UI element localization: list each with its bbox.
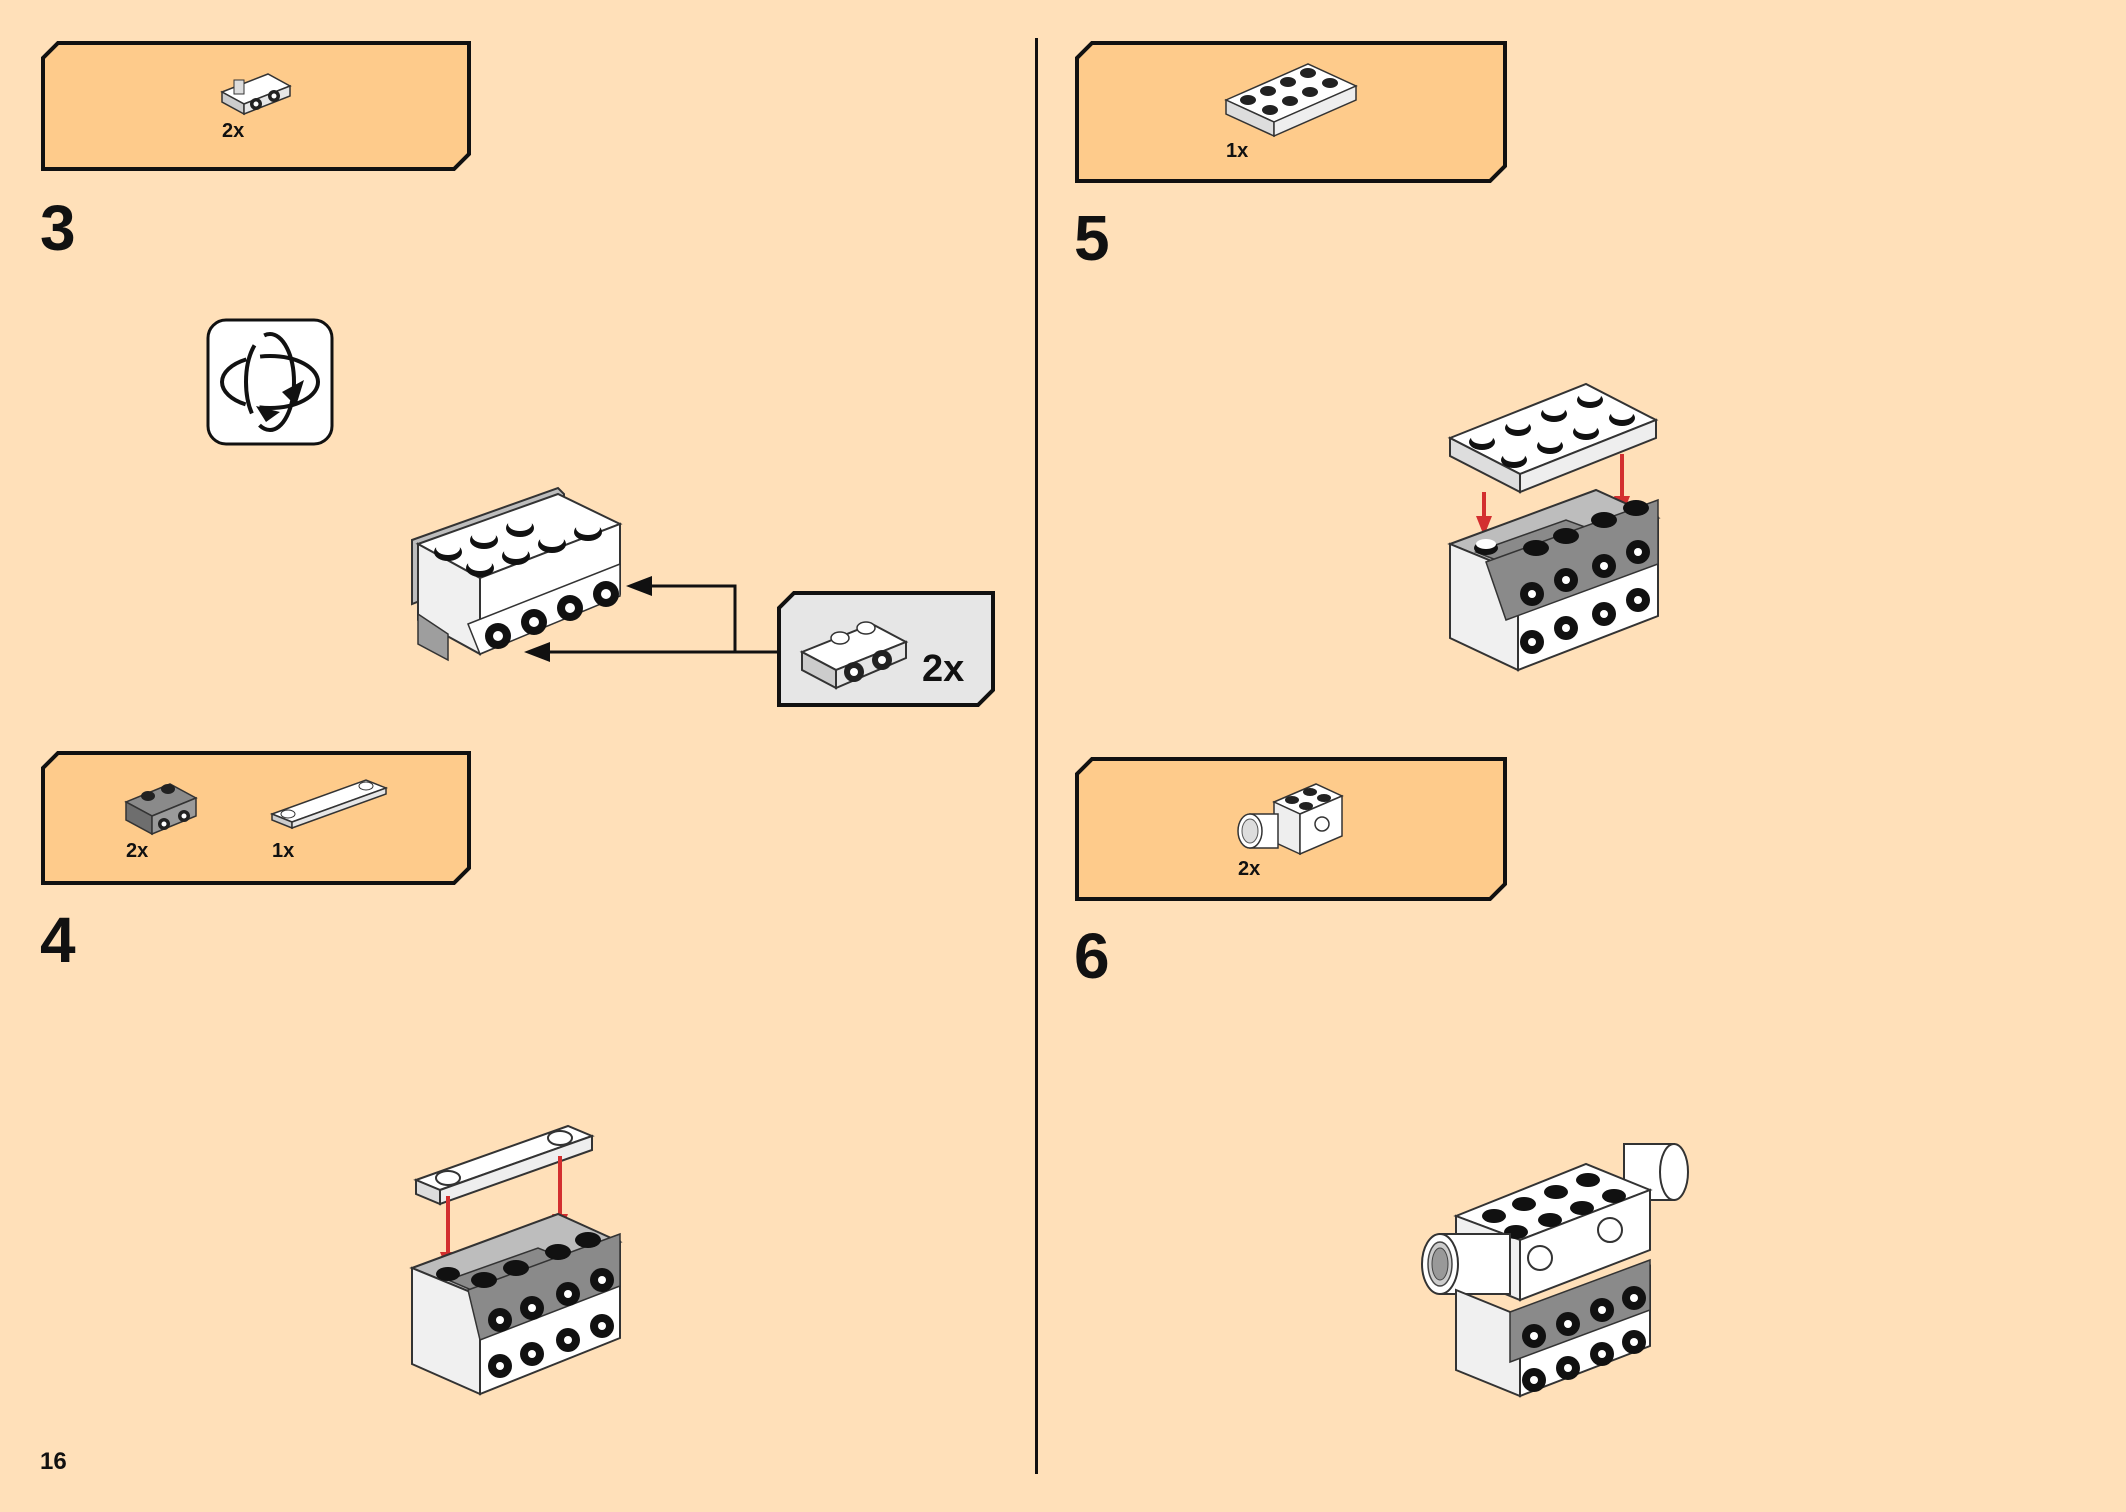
step-number: 6: [1074, 920, 1110, 992]
step6-assembly-model: [1421, 1143, 1689, 1398]
column-divider: [1035, 38, 1038, 1474]
callout-quantity: 2x: [922, 648, 965, 690]
step-number: 4: [40, 904, 76, 976]
placement-arrows: [524, 576, 778, 662]
part-quantity: 2x: [126, 840, 149, 862]
step-number: 5: [1074, 202, 1110, 274]
step4-assembly-model: [409, 1124, 623, 1396]
part-quantity: 2x: [1238, 858, 1261, 880]
white-tile-plate-1x4-icon: [269, 779, 389, 830]
step-number: 3: [40, 192, 76, 264]
part-quantity: 1x: [1226, 140, 1249, 162]
step5-assembly-model: [1447, 382, 1661, 672]
part-quantity: 2x: [222, 120, 245, 142]
white-plate-2x4-icon: [1224, 63, 1358, 138]
page-number: 16: [40, 1448, 67, 1475]
rotate-model-icon: [206, 318, 334, 446]
gray-bracket-1x2-icon: [124, 783, 198, 836]
part-quantity: 1x: [272, 840, 295, 862]
white-bracket-1x2-icon: [220, 73, 292, 116]
white-brick-with-axle-connector-icon: [1237, 783, 1344, 856]
step4-parts-box: [41, 751, 471, 885]
white-bracket-1x2-icon: [799, 621, 909, 690]
step3-assembly-model: [411, 486, 623, 662]
